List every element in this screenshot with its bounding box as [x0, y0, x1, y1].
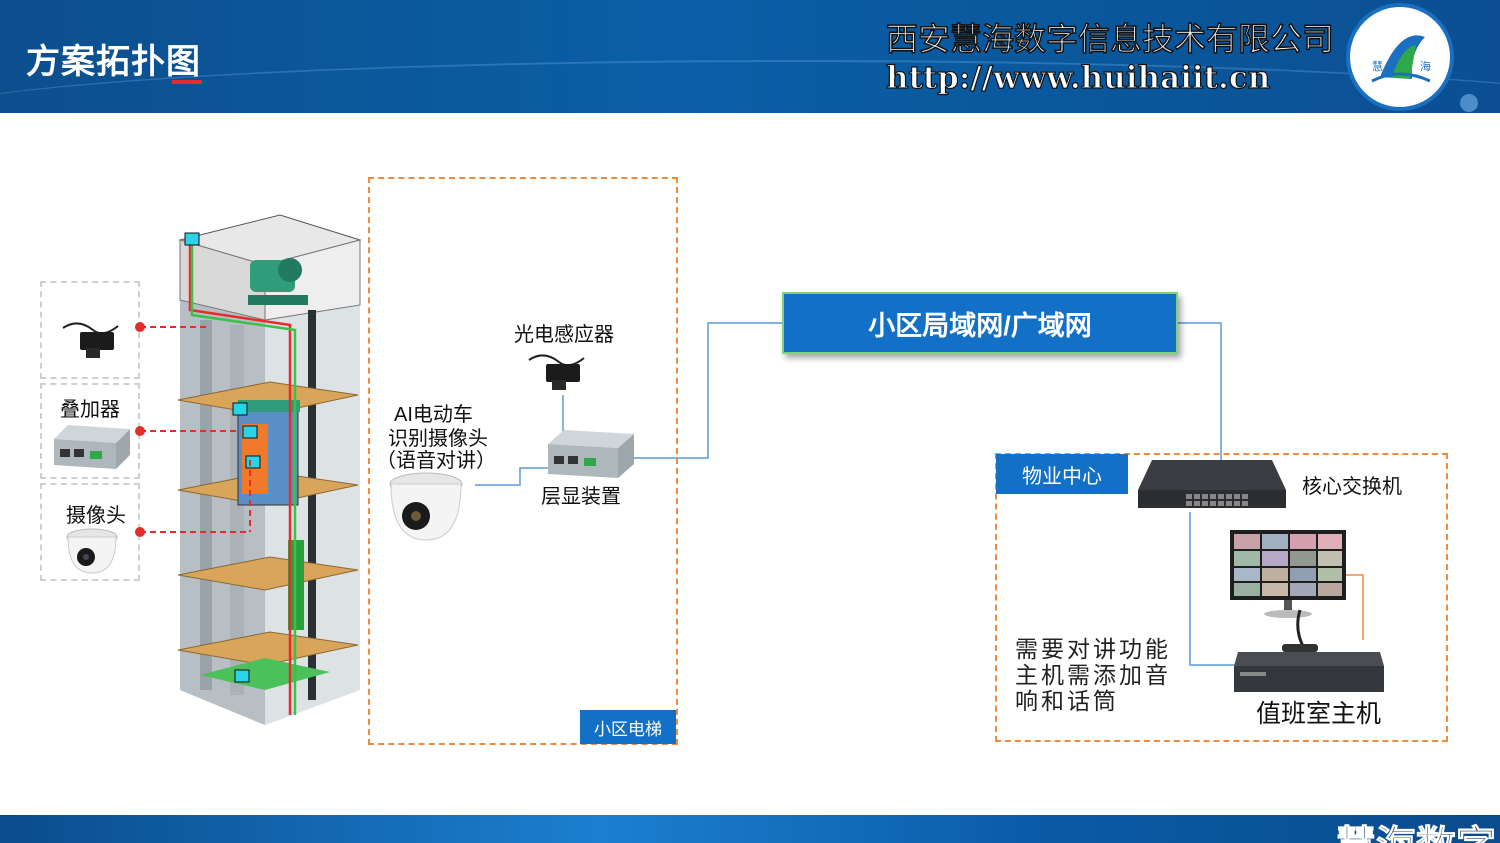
page-title: 方案拓扑图	[26, 43, 201, 81]
core-switch-icon	[1138, 460, 1286, 508]
photo-sensor-label: 光电感应器	[514, 324, 614, 346]
ai-camera-label-line2: 识别摄像头	[388, 428, 488, 450]
network-banner: 小区局域网/广域网	[782, 292, 1178, 354]
duty-host-label: 值班室主机	[1256, 700, 1382, 728]
property-zone-box	[995, 453, 1448, 742]
dome-camera-icon	[66, 528, 118, 574]
monitor-icon	[1230, 530, 1346, 618]
ai-camera-label-line1: AI电动车	[394, 404, 473, 426]
ai-camera-label-line3: （语音对讲）	[376, 450, 496, 472]
core-switch-label: 核心交换机	[1302, 476, 1402, 498]
property-zone-tag: 物业中心	[996, 454, 1128, 494]
elevator-shaft-illustration	[177, 214, 362, 725]
header-bar: 方案拓扑图 西安慧海数字信息技术有限公司 http://www.huihaiit…	[0, 0, 1500, 113]
photo-sensor-device-icon	[528, 354, 585, 390]
dvr-host-icon	[1234, 609, 1384, 692]
company-name: 西安慧海数字信息技术有限公司	[885, 19, 1335, 59]
ai-camera-icon	[389, 472, 463, 541]
title-underline	[172, 80, 202, 84]
elevator-zone-box	[368, 177, 678, 745]
floor-display-label: 层显装置	[541, 486, 621, 508]
overlay-device-icon	[54, 425, 130, 469]
company-logo: 慧 海	[1346, 3, 1454, 111]
company-url[interactable]: http://www.huihaiit.cn	[885, 59, 1271, 96]
logo-char-left: 慧	[1372, 59, 1383, 73]
floor-display-device-icon	[548, 430, 634, 478]
footer-brand: 慧海数字	[1336, 815, 1497, 843]
logo-decor-dot	[1460, 94, 1478, 112]
header-swoosh	[0, 60, 1500, 113]
overlay-label: 叠加器	[60, 399, 120, 421]
camera-label: 摄像头	[66, 505, 126, 527]
logo-char-right: 海	[1420, 59, 1431, 73]
intercom-note: 需要对讲功能主机需添加音响和话筒	[1015, 636, 1171, 714]
footer-bar: 慧海数字	[0, 815, 1500, 843]
photo-sensor-icon	[62, 322, 119, 358]
elevator-zone-tag: 小区电梯	[580, 710, 676, 744]
